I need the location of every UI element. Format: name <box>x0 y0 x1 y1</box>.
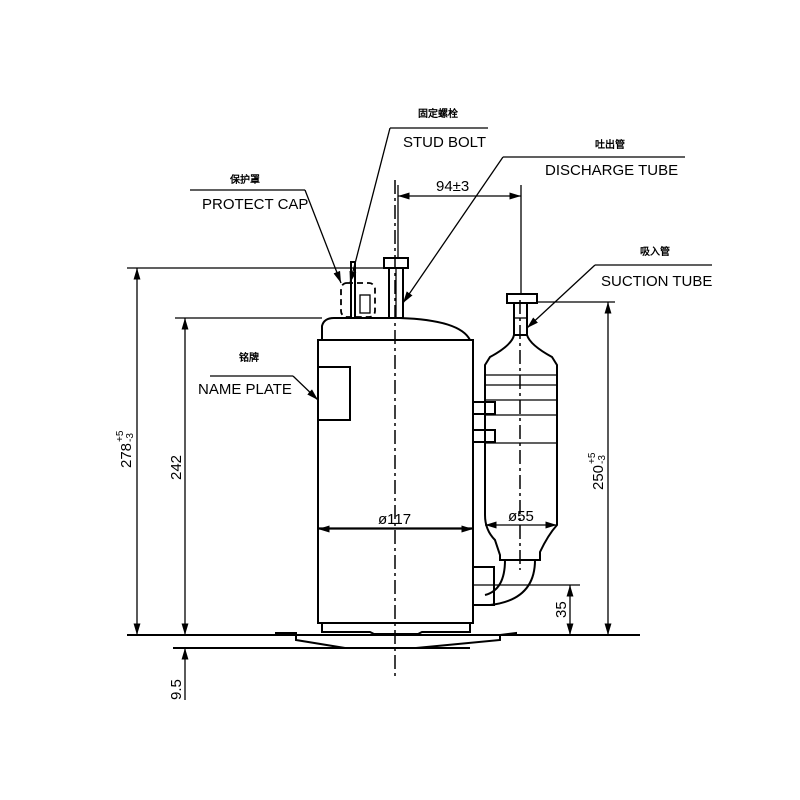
inlet-height-dim: 35 <box>553 601 570 618</box>
suction-height-dim: 250 +5 -3 <box>587 452 608 490</box>
total-height-value: 278 <box>118 443 135 468</box>
dimension-lines <box>127 185 615 700</box>
protect-cap-outline <box>340 282 376 318</box>
base-height-dim: 9.5 <box>168 679 185 700</box>
stud-bolt-label: STUD BOLT <box>403 134 486 151</box>
protect-cap-label-cn: 保护罩 <box>229 173 260 186</box>
base-plate <box>127 623 640 649</box>
discharge-tube <box>383 257 409 319</box>
discharge-tube-label: DISCHARGE TUBE <box>545 162 678 179</box>
name-plate <box>317 366 351 421</box>
suction-height-upper-tol: +5 <box>587 452 598 464</box>
protect-cap-label: PROTECT CAP <box>202 196 308 213</box>
accumulator-diameter-dim: ø55 <box>508 508 534 525</box>
shell-diameter-dim: ø117 <box>378 511 411 528</box>
total-height-lower-tol: -3 <box>125 433 136 442</box>
name-plate-label: NAME PLATE <box>198 381 292 398</box>
suction-tube-label: SUCTION TUBE <box>601 273 712 290</box>
suction-height-value: 250 <box>590 465 607 490</box>
suction-tube-label-cn: 吸入管 <box>640 245 670 258</box>
total-height-upper-tol: +5 <box>115 430 126 442</box>
shell-height-dim: 242 <box>168 455 185 480</box>
tube-spacing-dim: 94±3 <box>436 178 469 195</box>
stud-bolt-label-cn: 固定螺栓 <box>418 107 458 120</box>
leader-lines <box>190 127 712 401</box>
name-plate-label-cn: 铭牌 <box>239 351 259 364</box>
suction-height-lower-tol: -3 <box>597 455 608 464</box>
discharge-tube-label-cn: 吐出管 <box>595 138 625 151</box>
accumulator <box>472 293 558 606</box>
total-height-dim: 278 +5 -3 <box>115 430 136 468</box>
stud-bolt <box>350 261 371 319</box>
